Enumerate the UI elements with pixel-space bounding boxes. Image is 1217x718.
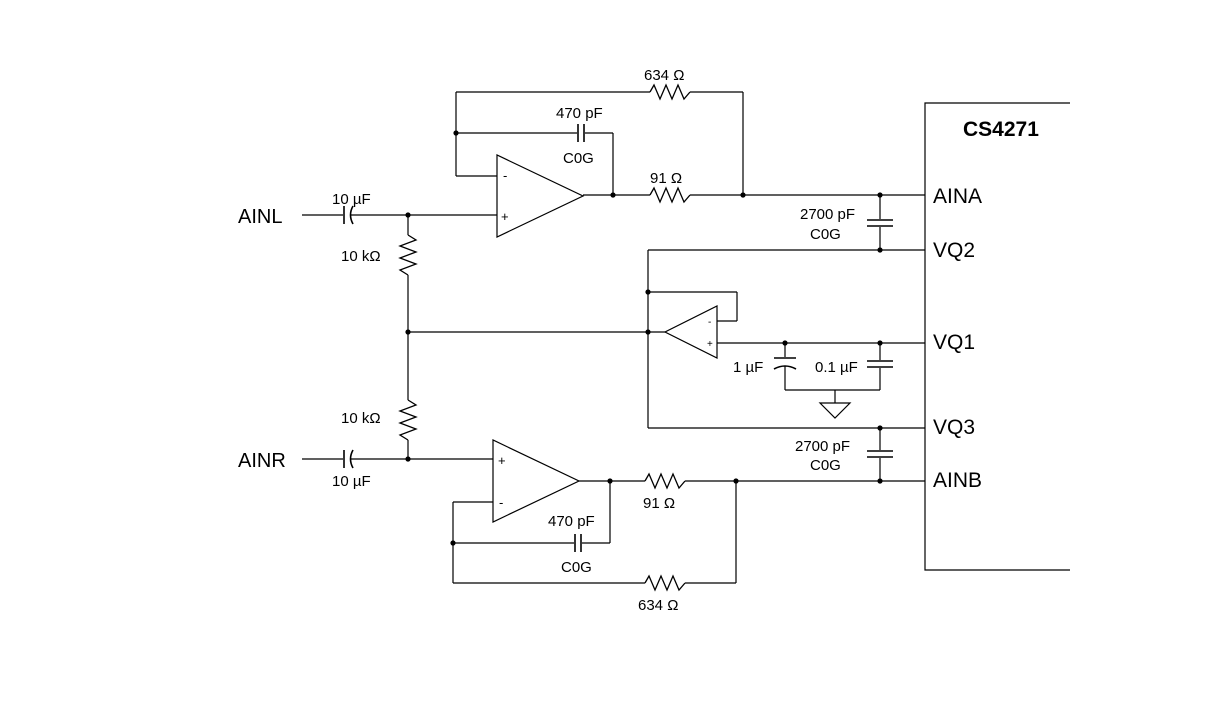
opamp-vq-minus: - bbox=[708, 317, 711, 328]
label-c-vq-1uf: 1 µF bbox=[733, 359, 763, 376]
label-r-bias-bottom: 10 kΩ bbox=[341, 410, 381, 427]
opamp-bottom bbox=[492, 439, 581, 523]
pin-ainb: AINB bbox=[933, 469, 982, 492]
opamp-bottom-plus: + bbox=[498, 453, 506, 468]
input-cap-left bbox=[302, 205, 497, 225]
label-r-series-top: 91 Ω bbox=[650, 170, 682, 187]
label-c-filter-top: 2700 pF bbox=[800, 206, 855, 223]
pin-aina: AINA bbox=[933, 185, 982, 208]
label-r-series-bottom: 91 Ω bbox=[643, 495, 675, 512]
cap-vq-01uf bbox=[867, 343, 893, 390]
label-r-fb-top: 634 Ω bbox=[644, 67, 684, 84]
input-label-ainr: AINR bbox=[238, 450, 286, 472]
label-c-fb-bottom-type: C0G bbox=[561, 559, 592, 576]
cap-vq-1uf bbox=[773, 343, 797, 390]
opamp-top-minus: - bbox=[503, 168, 507, 183]
label-c-in-left: 10 µF bbox=[332, 191, 371, 208]
label-r-bias-top: 10 kΩ bbox=[341, 248, 381, 265]
label-c-fb-bottom: 470 pF bbox=[548, 513, 595, 530]
label-c-fb-top-type: C0G bbox=[563, 150, 594, 167]
feedback-network-bottom bbox=[452, 472, 925, 592]
pin-vq1: VQ1 bbox=[933, 331, 975, 354]
filter-cap-top bbox=[867, 195, 893, 250]
filter-cap-bottom bbox=[867, 428, 893, 481]
label-c-filter-bottom-type: C0G bbox=[810, 457, 841, 474]
bias-resistor-bottom bbox=[398, 399, 418, 459]
chip-outline bbox=[924, 102, 1070, 571]
opamp-vq-plus: + bbox=[707, 339, 713, 350]
label-r-fb-bottom: 634 Ω bbox=[638, 597, 678, 614]
opamp-top bbox=[496, 154, 585, 238]
chip-name: CS4271 bbox=[963, 118, 1039, 141]
pin-vq3: VQ3 bbox=[933, 416, 975, 439]
opamp-vq-buffer bbox=[663, 305, 718, 359]
bias-resistor-top bbox=[398, 215, 418, 400]
vq-buffer-feedback bbox=[648, 291, 925, 344]
label-c-fb-top: 470 pF bbox=[556, 105, 603, 122]
input-cap-right bbox=[302, 449, 493, 469]
label-c-vq-01uf: 0.1 µF bbox=[815, 359, 858, 376]
opamp-top-plus: + bbox=[501, 209, 509, 224]
opamp-bottom-minus: - bbox=[499, 495, 503, 510]
label-c-filter-bottom: 2700 pF bbox=[795, 438, 850, 455]
pin-vq2: VQ2 bbox=[933, 239, 975, 262]
label-c-filter-top-type: C0G bbox=[810, 226, 841, 243]
label-c-in-right: 10 µF bbox=[332, 473, 371, 490]
ground-icon bbox=[785, 389, 880, 419]
input-label-ainl: AINL bbox=[238, 206, 282, 228]
